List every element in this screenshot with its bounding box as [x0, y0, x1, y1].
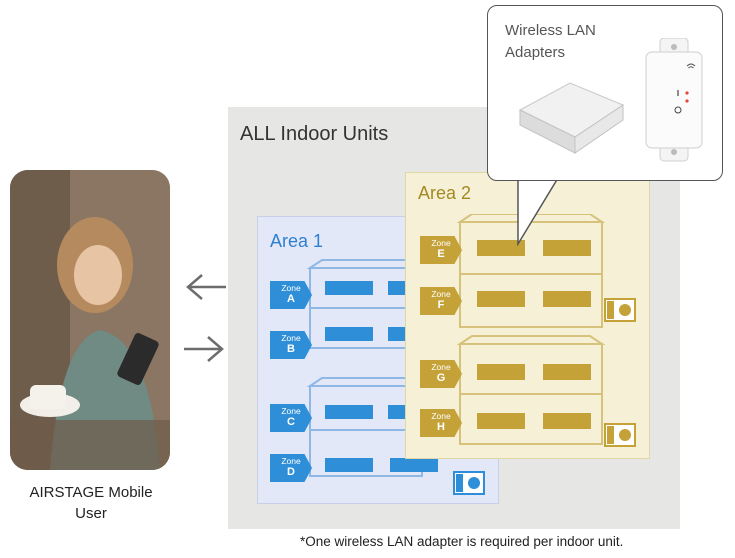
zone-tag-f: Zone F — [420, 287, 462, 315]
zone-tag-h: Zone H — [420, 409, 462, 437]
zone-h-prefix: Zone — [431, 411, 451, 421]
zone-tag-b: Zone B — [270, 331, 312, 359]
wireless-lan-adapter-module-image — [518, 82, 625, 154]
callout-pointer — [517, 178, 559, 247]
indoor-unit-a-right — [388, 281, 408, 295]
indoor-unit-d-left — [325, 458, 373, 472]
zone-tag-d: Zone D — [270, 454, 312, 482]
zone-g-prefix: Zone — [431, 362, 451, 372]
zone-a-letter: A — [287, 293, 295, 305]
callout-title: Wireless LAN Adapters — [505, 22, 596, 61]
area-1-title: Area 1 — [270, 231, 324, 251]
area-2-title: Area 2 — [418, 183, 472, 203]
footnote: *One wireless LAN adapter is required pe… — [300, 534, 624, 549]
indoor-unit-e-right — [543, 240, 591, 256]
zone-tag-c: Zone C — [270, 404, 312, 432]
indoor-unit-e-left — [477, 240, 525, 256]
mobile-user-label-line2: User — [75, 505, 107, 522]
zone-tag-e: Zone E — [420, 236, 462, 264]
mobile-user-photo — [10, 170, 170, 470]
indoor-unit-a-left — [325, 281, 373, 295]
arrow-left-icon — [186, 274, 226, 300]
arrow-right-icon — [184, 336, 224, 362]
zone-f-prefix: Zone — [431, 289, 451, 299]
indoor-unit-f-left — [477, 291, 525, 307]
zone-c-prefix: Zone — [281, 406, 301, 416]
zone-d-letter: D — [287, 466, 295, 478]
zone-tag-g: Zone G — [420, 360, 462, 388]
indoor-unit-g-left — [477, 364, 525, 380]
indoor-unit-g-right — [543, 364, 591, 380]
person-with-phone-image — [10, 170, 170, 470]
zone-tag-a: Zone A — [270, 281, 312, 309]
zone-e-prefix: Zone — [431, 238, 451, 248]
indoor-unit-b-left — [325, 327, 373, 341]
indoor-unit-c-right — [388, 405, 408, 419]
zone-f-letter: F — [437, 299, 445, 311]
all-indoor-units-title: ALL Indoor Units — [240, 123, 389, 145]
zone-b-prefix: Zone — [281, 333, 301, 343]
area-2-units-drawing — [456, 214, 636, 447]
mobile-user-label: AIRSTAGE Mobile User — [0, 482, 182, 524]
indoor-unit-b-right — [388, 327, 408, 341]
zone-e-letter: E — [437, 248, 445, 260]
wireless-lan-adapter-wall-unit-image — [645, 38, 703, 162]
zone-b-letter: B — [287, 343, 295, 355]
wifi-icon — [686, 63, 696, 69]
indoor-unit-h-left — [477, 413, 525, 429]
mobile-user-label-line1: AIRSTAGE Mobile — [29, 484, 153, 501]
indoor-unit-f-right — [543, 291, 591, 307]
indoor-unit-h-right — [543, 413, 591, 429]
zone-g-letter: G — [436, 372, 446, 384]
zone-h-letter: H — [437, 421, 445, 433]
zone-c-letter: C — [287, 416, 295, 428]
unit-roof-top-b2 — [456, 335, 606, 345]
zone-a-prefix: Zone — [281, 283, 301, 293]
indoor-unit-d-right — [390, 458, 438, 472]
indoor-unit-c-left — [325, 405, 373, 419]
zone-d-prefix: Zone — [281, 456, 301, 466]
